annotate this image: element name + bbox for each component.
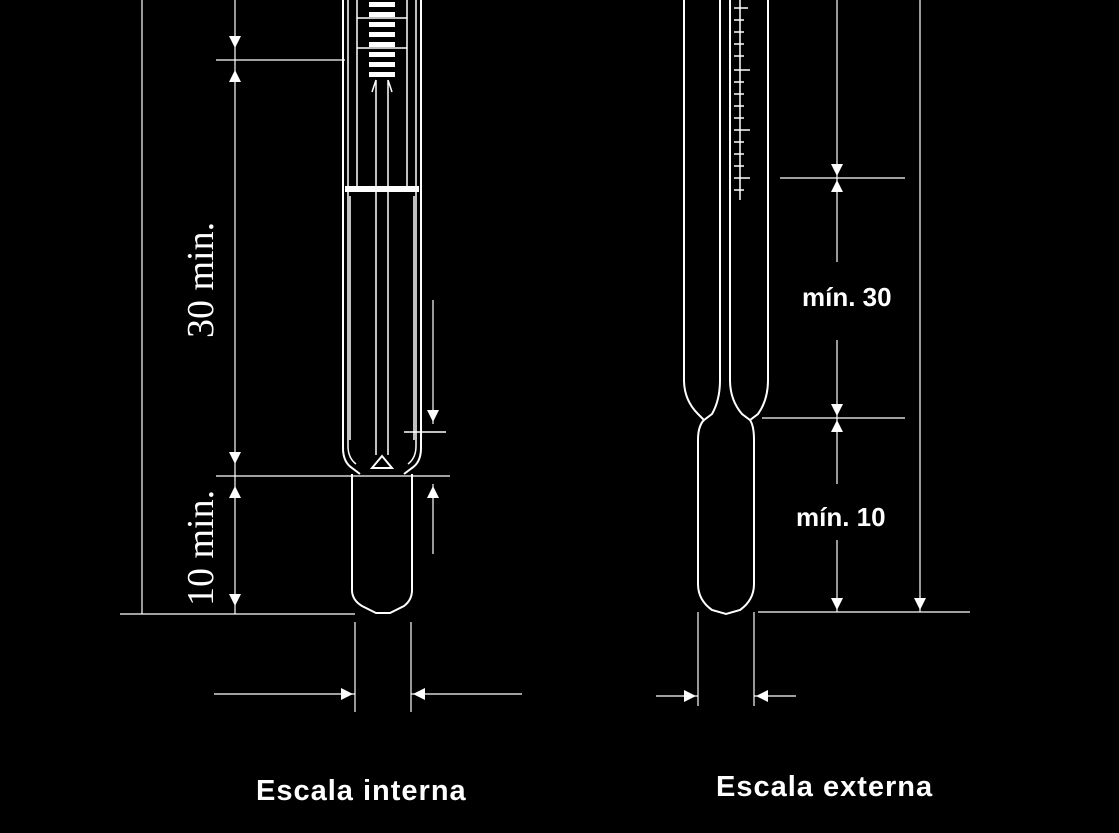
internal-bulb <box>351 474 413 614</box>
internal-scale-ticks <box>369 2 395 77</box>
external-scale-ticks <box>734 0 750 200</box>
external-dimensions: mín. 30 mín. 10 <box>656 0 970 706</box>
external-dim-upper-label: mín. 30 <box>802 282 892 312</box>
internal-dimensions: 30 min. 10 min. <box>120 0 522 712</box>
internal-scale-plate <box>345 0 419 440</box>
internal-caption: Escala interna <box>256 775 467 807</box>
external-dim-lower-label: mín. 10 <box>796 502 886 532</box>
internal-capillary <box>371 79 393 455</box>
internal-dim-lower-label: 10 min. <box>180 490 222 606</box>
internal-scale-thermometer <box>342 0 446 614</box>
external-scale-thermometer <box>683 0 769 616</box>
external-right-tube <box>729 0 769 422</box>
internal-capillary-base <box>369 454 395 469</box>
internal-inner-tube-wall <box>347 0 417 465</box>
external-caption: Escala externa <box>716 771 933 803</box>
external-left-tube <box>683 0 721 422</box>
internal-outer-tube <box>342 0 422 475</box>
internal-dim-upper-label: 30 min. <box>180 222 222 338</box>
external-bulb <box>697 419 755 616</box>
